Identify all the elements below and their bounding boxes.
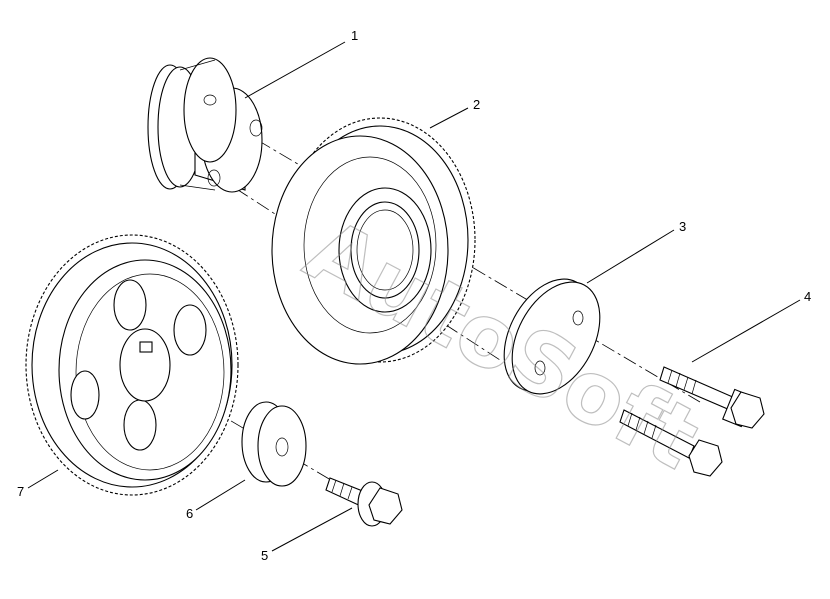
callout-leaders	[27, 41, 801, 552]
callout-5: 5	[261, 548, 268, 563]
flange-bolt-icon	[619, 409, 723, 477]
callout-7: 7	[17, 484, 24, 499]
large-gear-icon	[25, 234, 239, 496]
washer-icon	[241, 401, 307, 487]
callout-6: 6	[186, 506, 193, 521]
callout-3: 3	[679, 219, 686, 234]
callout-1: 1	[351, 28, 358, 43]
thrust-plate-icon	[503, 278, 601, 395]
callout-2: 2	[473, 97, 480, 112]
shaft-hub-icon	[147, 57, 263, 193]
flange-bolt-icon	[325, 477, 403, 527]
idler-gear-icon	[271, 117, 476, 365]
flange-bolt-icon	[659, 366, 765, 429]
callout-4: 4	[804, 289, 811, 304]
